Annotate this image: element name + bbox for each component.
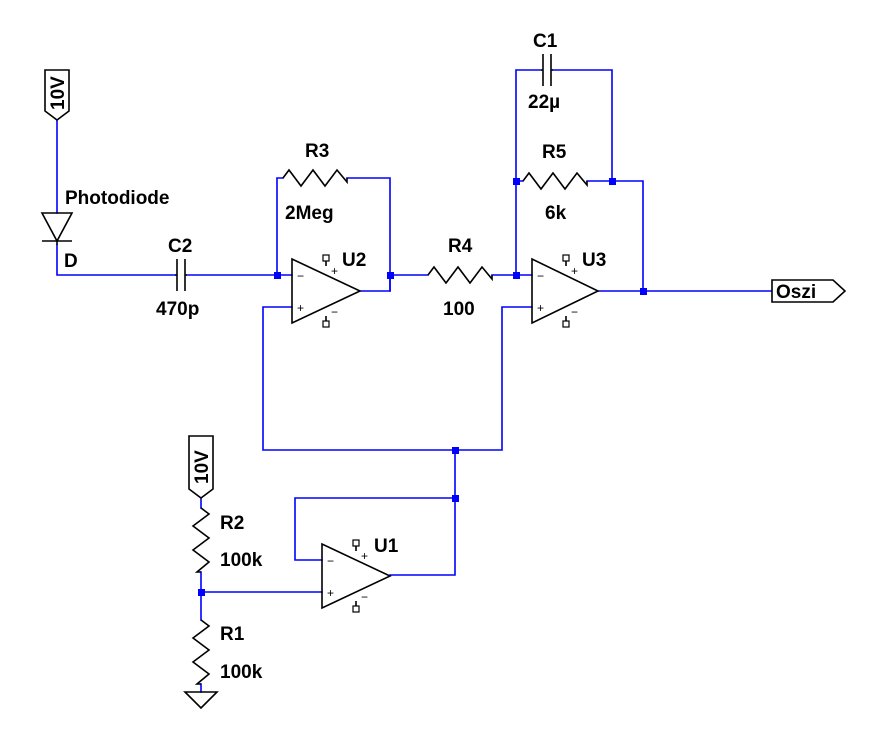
r5-symbol [522, 171, 588, 191]
photodiode: Photodiode D [40, 188, 169, 272]
supply-flag-top: 10V [44, 69, 70, 121]
junction-ref-bus [452, 447, 459, 454]
r2-value: 100k [220, 550, 263, 571]
junction-u1-out [452, 495, 459, 502]
junction-u3-minus [513, 272, 520, 279]
r1-ref: R1 [220, 624, 245, 645]
r4-symbol [427, 265, 493, 285]
c1-symbol [541, 54, 553, 86]
u2-minus-sign: − [297, 269, 304, 283]
u2-vplus-sign: + [331, 264, 338, 278]
output-flag-label: Oszi [776, 282, 816, 303]
junctions [198, 178, 647, 596]
capacitor-c2: C2 470p [156, 236, 199, 320]
supply-flag-bottom-label: 10V [192, 450, 213, 484]
photodiode-pin-label: D [64, 251, 78, 272]
junction-divider [198, 589, 205, 596]
r2-ref: R2 [220, 513, 244, 534]
u1-vplus-sign: + [361, 549, 368, 563]
wire-ref-bus [389, 449, 456, 576]
junction-r5-left [513, 178, 520, 185]
opamp-u2: − + + − U2 [291, 250, 366, 328]
u3-vplus-sign: + [571, 264, 578, 278]
r3-ref: R3 [305, 141, 329, 162]
opamp-u3: − + + − U3 [531, 250, 606, 328]
r5-value: 6k [545, 203, 567, 224]
junction-r5-right [609, 178, 616, 185]
u2-vminus-sign: − [331, 305, 338, 319]
photodiode-symbol [40, 212, 74, 245]
u1-vplus-pin [352, 539, 360, 547]
resistor-r5: R5 6k [522, 142, 588, 224]
u1-vminus-pin [352, 605, 360, 613]
wire-u2-output [359, 274, 429, 292]
resistor-r4: R4 100 [427, 236, 493, 320]
ground-symbol [183, 691, 219, 710]
u1-ref: U1 [374, 536, 399, 557]
wire-u2-plus-ref [262, 306, 533, 451]
u2-vplus-pin [322, 254, 330, 262]
c2-ref: C2 [168, 236, 192, 257]
opamp-u1: − + + − U1 [321, 536, 399, 613]
resistor-r1: R1 100k [191, 619, 263, 685]
c1-value: 22µ [528, 92, 560, 113]
output-flag-shape [771, 279, 847, 303]
output-flag: Oszi [771, 279, 847, 303]
u1-vminus-sign: − [361, 590, 368, 604]
u1-minus-sign: − [327, 554, 334, 568]
r1-value: 100k [220, 662, 263, 683]
supply-flag-bottom-shape [188, 435, 214, 499]
u2-ref: U2 [342, 250, 366, 271]
c2-value: 470p [156, 299, 199, 320]
r3-symbol [282, 168, 348, 188]
u3-minus-sign: − [537, 269, 544, 283]
u3-vplus-pin [562, 254, 570, 262]
r2-symbol [191, 507, 211, 573]
r5-ref: R5 [542, 142, 567, 163]
u3-ref: U3 [582, 250, 606, 271]
junction-u2-out [387, 272, 394, 279]
u2-vminus-pin [322, 320, 330, 328]
u3-vminus-pin [562, 320, 570, 328]
supply-flag-top-shape [44, 69, 70, 121]
supply-flag-top-label: 10V [48, 76, 69, 110]
u3-triangle [531, 257, 600, 325]
wires [56, 69, 773, 693]
r1-symbol [191, 619, 211, 685]
resistor-r2: R2 100k [191, 507, 263, 573]
u3-plus-sign: + [537, 301, 544, 315]
r3-value: 2Meg [285, 203, 334, 224]
r4-ref: R4 [448, 236, 473, 257]
u2-triangle [291, 257, 362, 325]
photodiode-label: Photodiode [65, 188, 169, 209]
wire-r3-feedback [276, 177, 391, 292]
junction-u2-minus [274, 272, 281, 279]
u3-vminus-sign: − [571, 305, 578, 319]
supply-flag-bottom: 10V [188, 435, 214, 499]
u1-triangle [321, 542, 392, 610]
u1-plus-sign: + [327, 586, 334, 600]
c2-symbol [175, 259, 187, 291]
wire-c1-r5-feedback [515, 69, 644, 292]
r4-value: 100 [443, 299, 475, 320]
resistor-r3: R3 2Meg [282, 141, 348, 224]
junction-u3-out [640, 288, 647, 295]
c1-ref: C1 [533, 31, 558, 52]
ground-icon [183, 691, 219, 710]
wire-photodiode-to-c2 [56, 244, 176, 276]
capacitor-c1: C1 22µ [528, 31, 560, 113]
u2-plus-sign: + [297, 301, 304, 315]
wire-u1-feedback [294, 497, 456, 561]
